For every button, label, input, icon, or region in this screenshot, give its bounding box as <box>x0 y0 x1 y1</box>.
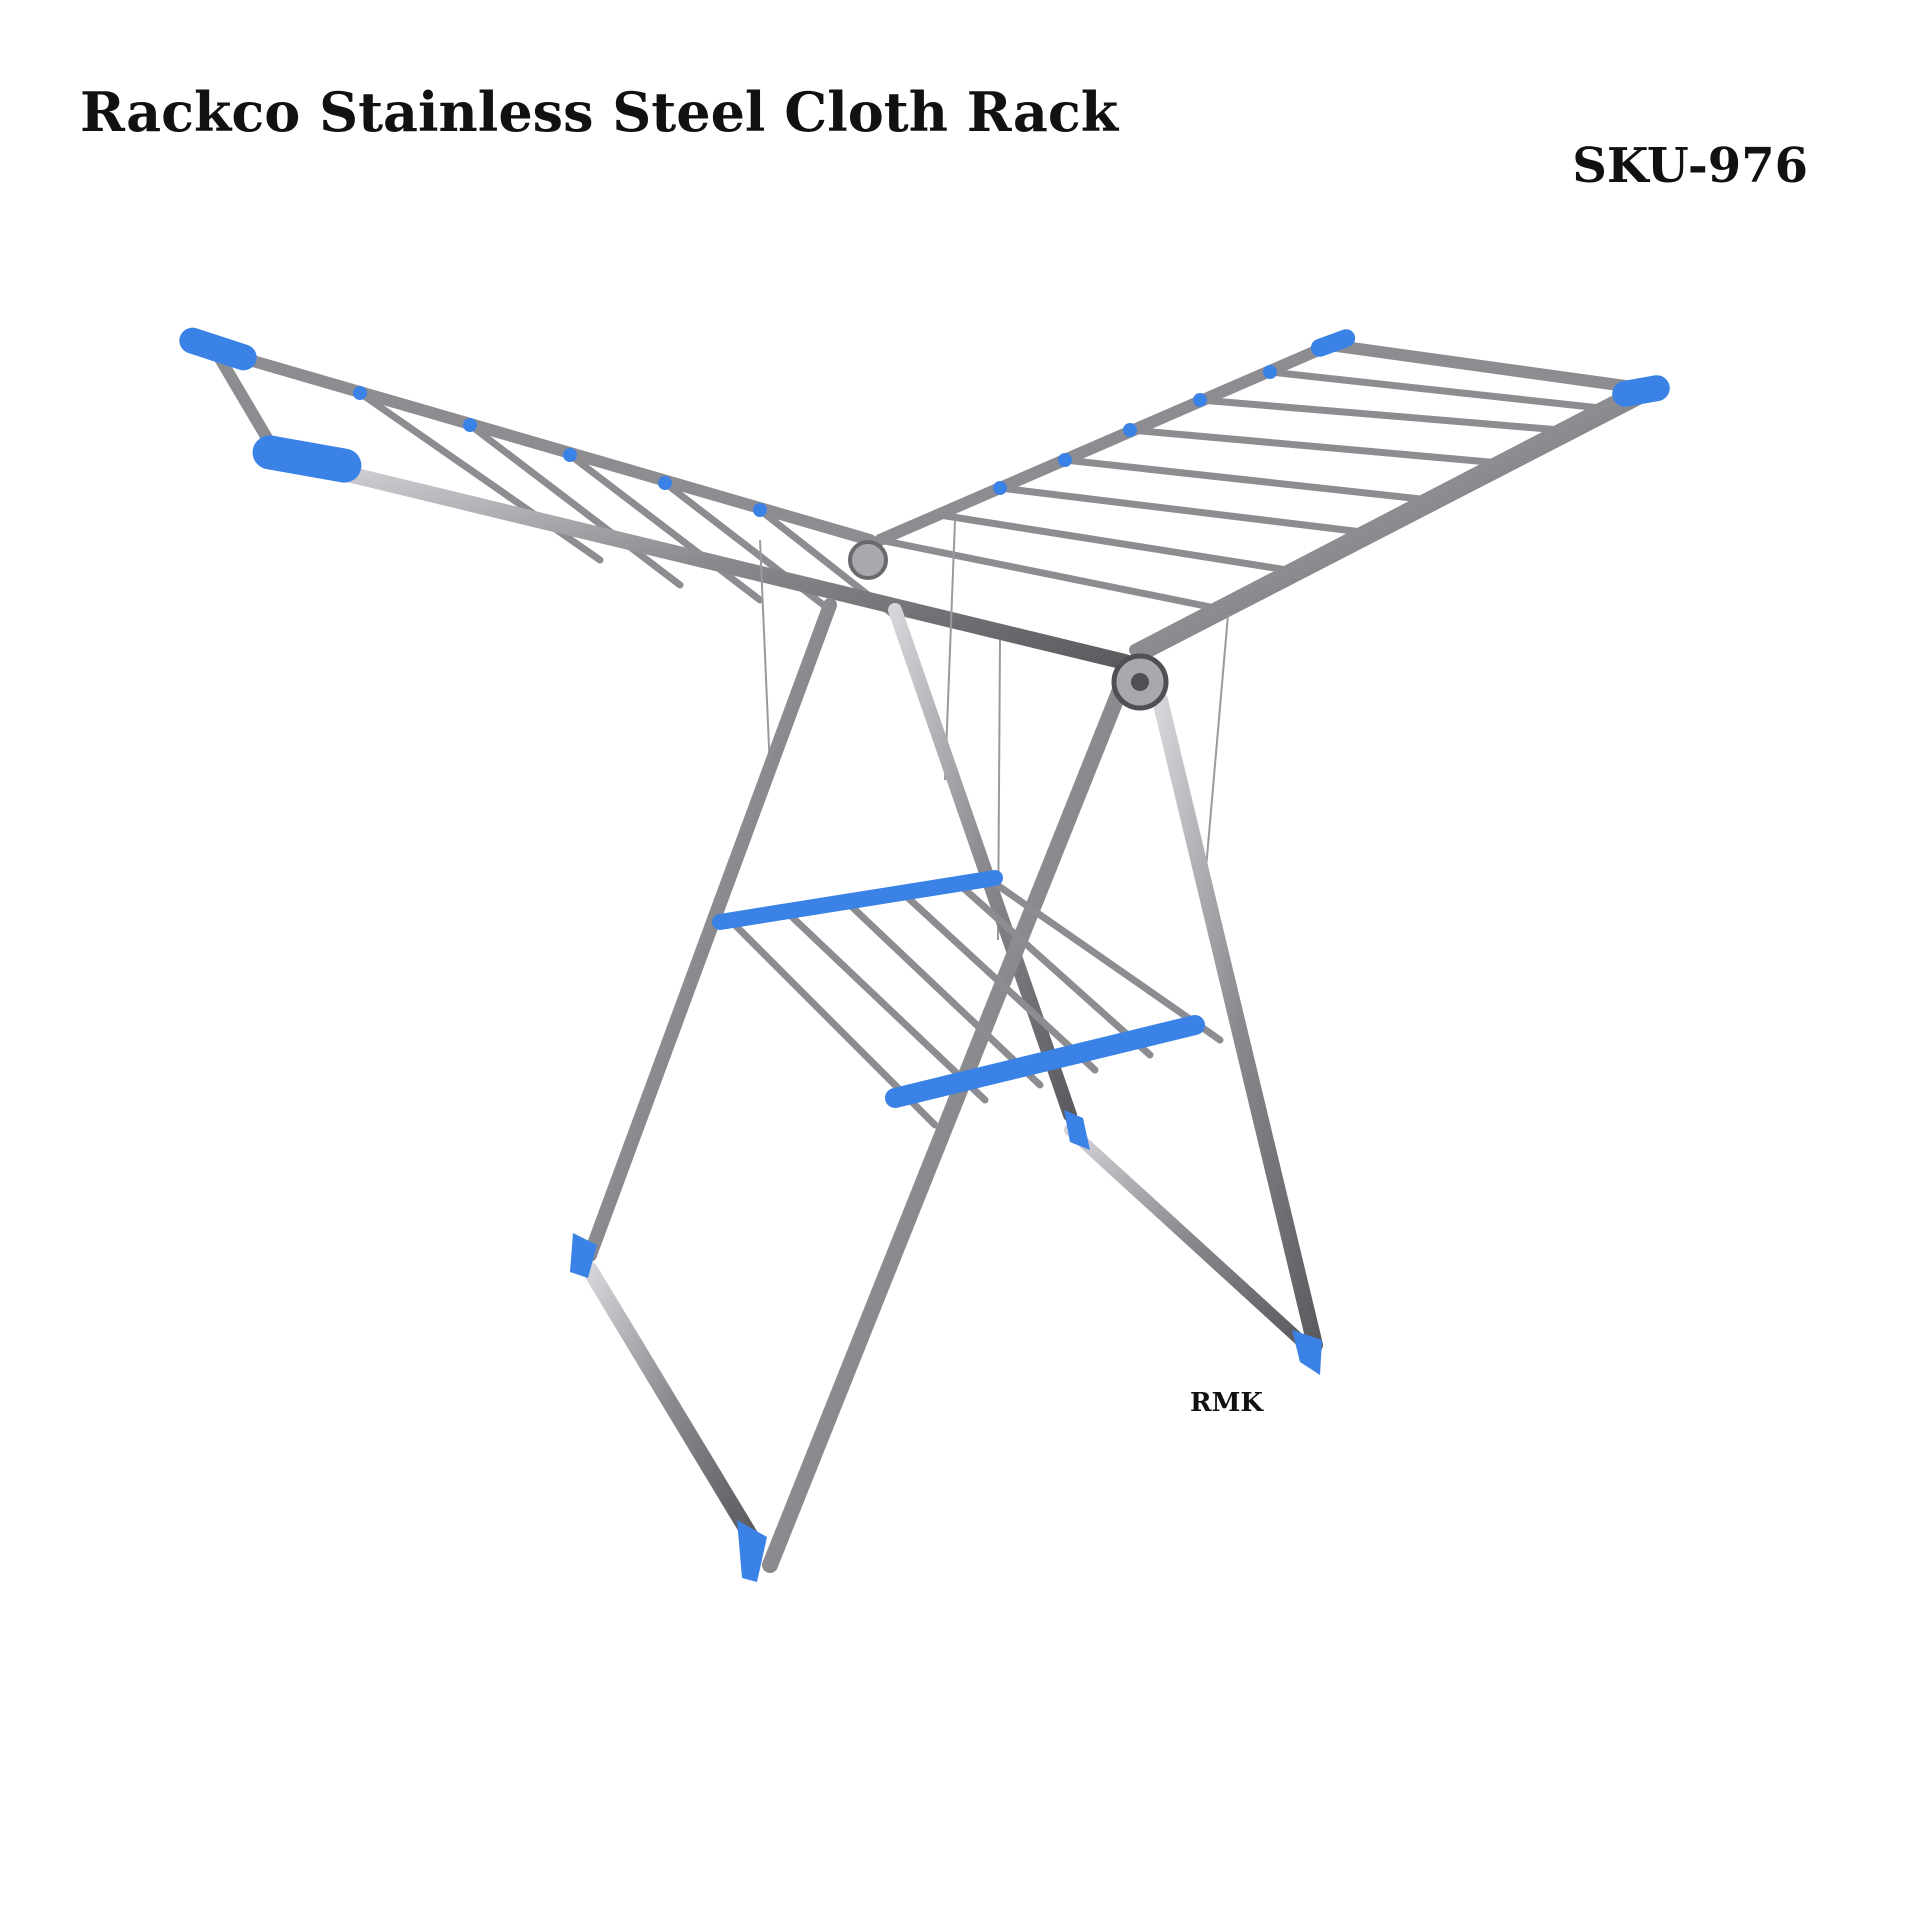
rack-legs <box>582 598 1323 1573</box>
main-hinge-bolt <box>1131 673 1149 691</box>
right-wing <box>874 339 1646 656</box>
end-caps <box>179 327 1670 1582</box>
sku-label: SKU-976 <box>1572 138 1808 194</box>
left-wing-front-rod <box>282 452 1133 670</box>
corner-mark: RMK <box>1190 1388 1263 1418</box>
top-hinge <box>848 540 888 580</box>
lower-shelf-bars <box>712 870 1205 1108</box>
lower-shelf <box>731 876 1224 1129</box>
product-title: Rackco Stainless Steel Cloth Rack <box>80 80 1119 144</box>
wing-clips <box>353 365 1277 517</box>
right-wing-front-rod <box>1133 385 1657 662</box>
